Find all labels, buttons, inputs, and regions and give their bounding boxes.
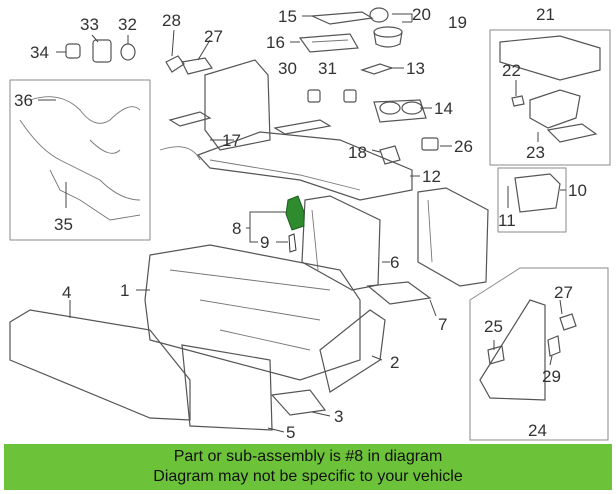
cupholder-insert-drawing — [373, 99, 427, 123]
part-8-highlighted — [285, 195, 305, 253]
tray-drawing — [270, 389, 327, 416]
top-trays-drawing — [298, 11, 374, 53]
banner-line-1: Part or sub-assembly is #8 in diagram — [173, 448, 443, 465]
callout-21: 21 — [536, 5, 555, 24]
callout-22: 22 — [502, 61, 521, 80]
callout-31: 31 — [318, 59, 337, 78]
callout-19: 19 — [448, 13, 467, 32]
info-banner: Part or sub-assembly is #8 in diagram Di… — [4, 444, 612, 490]
side-panel-parts-drawing — [479, 299, 577, 401]
callout-16: 16 — [266, 33, 285, 52]
callout-7: 7 — [438, 315, 447, 334]
left-side-panel-drawing — [9, 309, 191, 421]
callout-17: 17 — [222, 131, 241, 150]
callout-3: 3 — [334, 407, 343, 426]
callout-32: 32 — [118, 15, 137, 34]
storage-bin-group-box — [497, 167, 567, 233]
armrest-group-box — [489, 29, 611, 166]
switch-drawing — [421, 137, 439, 151]
callout-labels: 33 32 34 28 27 15 16 20 19 21 30 31 13 2… — [14, 5, 587, 442]
callout-8: 8 — [232, 219, 241, 238]
right-panel-drawing — [319, 309, 386, 393]
banner-line-2: Diagram may not be specific to your vehi… — [153, 468, 463, 485]
callout-30: 30 — [278, 59, 297, 78]
callout-13: 13 — [406, 59, 425, 78]
callout-35: 35 — [54, 215, 73, 234]
callout-1: 1 — [120, 281, 129, 300]
callout-15: 15 — [278, 7, 297, 26]
callout-11: 11 — [498, 211, 516, 230]
upper-console-drawing — [159, 59, 413, 201]
gasket-drawing — [366, 281, 432, 305]
callout-2: 2 — [390, 353, 399, 372]
callout-24: 24 — [528, 421, 547, 440]
wiring-harness-group-box — [9, 79, 151, 241]
console-base-drawing — [144, 244, 361, 381]
cupholder-cylinder-drawing — [369, 7, 403, 48]
armrest-lid-drawing — [499, 35, 601, 143]
callout-4: 4 — [62, 283, 71, 302]
callout-33: 33 — [80, 15, 99, 34]
side-brackets-drawing — [301, 187, 489, 291]
callout-20: 20 — [412, 5, 431, 24]
callout-36: 36 — [14, 91, 33, 110]
callout-29: 29 — [542, 367, 561, 386]
callout-9: 9 — [260, 233, 269, 252]
callout-14: 14 — [434, 99, 453, 118]
callout-18: 18 — [348, 143, 367, 162]
callout-34: 34 — [30, 43, 49, 62]
side-panel-group-box — [469, 267, 609, 441]
front-panel-drawing — [181, 344, 273, 431]
leader-lines — [38, 13, 566, 433]
storage-bin-drawing — [514, 173, 561, 213]
callout-10: 10 — [568, 181, 587, 200]
small-connectors-drawing — [60, 39, 136, 63]
callout-28: 28 — [162, 11, 181, 30]
callout-5: 5 — [286, 423, 295, 442]
callout-23: 23 — [526, 143, 545, 162]
wiring-harness-drawing — [19, 96, 141, 221]
clips-drawing — [165, 55, 213, 75]
callout-27-top: 27 — [204, 27, 223, 46]
callout-27-side: 27 — [554, 283, 573, 302]
callout-12: 12 — [422, 167, 441, 186]
callout-26: 26 — [454, 137, 473, 156]
callout-25: 25 — [484, 317, 503, 336]
callout-6: 6 — [390, 253, 399, 272]
